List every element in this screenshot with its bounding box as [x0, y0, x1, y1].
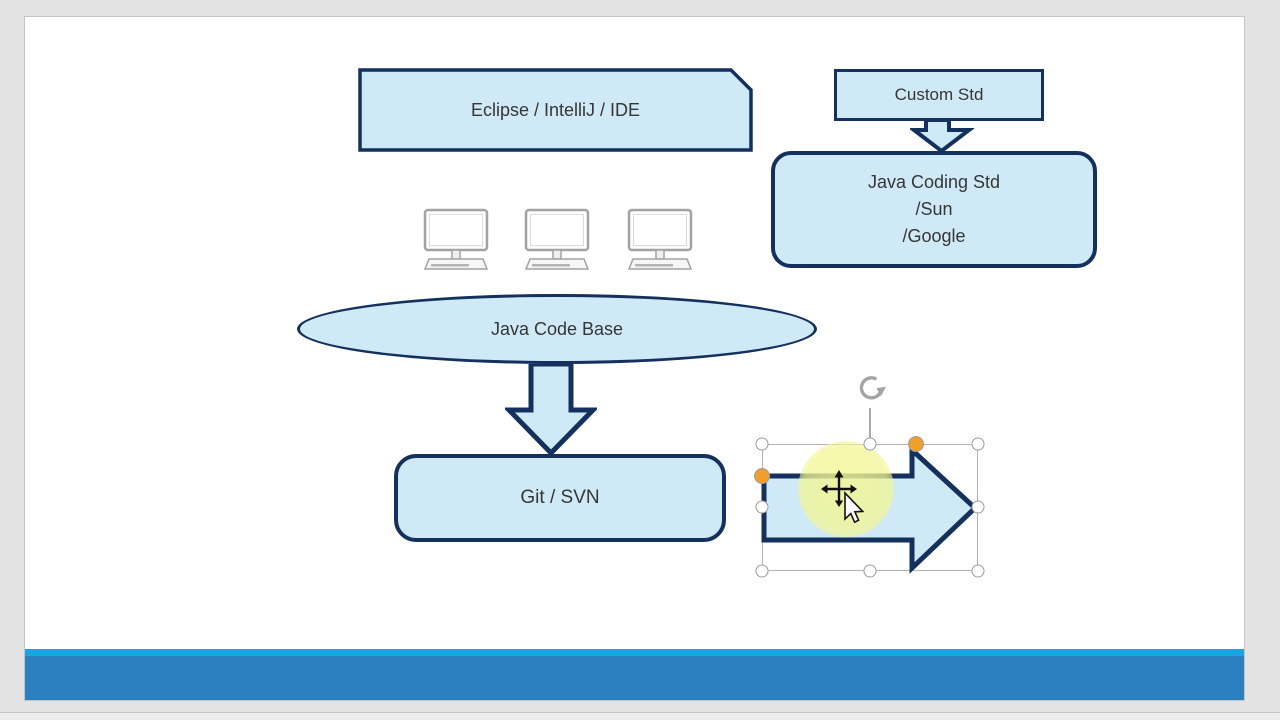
- resize-handle-e[interactable]: [971, 500, 985, 514]
- move-cursor-icon: [821, 470, 865, 524]
- java-coding-label: Java Coding Std /Sun /Google: [775, 155, 1093, 264]
- resize-handle-n[interactable]: [863, 437, 877, 451]
- resize-handle-w[interactable]: [755, 500, 769, 514]
- code-base-ellipse-shape[interactable]: Java Code Base: [297, 294, 817, 364]
- computer-icon[interactable]: [421, 208, 491, 270]
- computer-icon[interactable]: [522, 208, 592, 270]
- code-base-label: Java Code Base: [490, 318, 624, 339]
- slide-canvas[interactable]: Eclipse / IntelliJ / IDE Custom Std Java…: [24, 16, 1245, 701]
- computer-icon[interactable]: [625, 208, 695, 270]
- java-coding-line-1: Java Coding Std: [867, 172, 1001, 192]
- git-box-label: Git / SVN: [520, 487, 600, 508]
- adjust-handle-body[interactable]: [754, 468, 770, 484]
- status-area: [0, 713, 1280, 720]
- custom-std-label: Custom Std: [894, 85, 984, 104]
- resize-handle-se[interactable]: [971, 564, 985, 578]
- snip-corner-rect: [358, 68, 753, 152]
- down-arrow-connector[interactable]: [910, 120, 974, 156]
- resize-handle-s[interactable]: [863, 564, 877, 578]
- custom-std-box-shape[interactable]: Custom Std: [834, 69, 1044, 121]
- rotate-icon[interactable]: [854, 372, 890, 408]
- resize-handle-sw[interactable]: [755, 564, 769, 578]
- accent-bar-dark: [25, 656, 1244, 700]
- accent-bar-light: [25, 649, 1244, 656]
- java-coding-line-3: /Google: [902, 226, 966, 246]
- slide-accent-bar: [25, 649, 1244, 700]
- down-block-arrow[interactable]: [505, 364, 597, 456]
- ide-box-label: Eclipse / IntelliJ / IDE: [470, 99, 641, 120]
- git-box-shape[interactable]: Git / SVN: [394, 454, 726, 542]
- status-divider: [0, 712, 1280, 713]
- resize-handle-nw[interactable]: [755, 437, 769, 451]
- java-coding-line-2: /Sun: [915, 199, 953, 219]
- rotate-handle-stem: [869, 408, 871, 444]
- java-coding-box-shape[interactable]: Java Coding Std /Sun /Google: [771, 151, 1097, 268]
- resize-handle-ne[interactable]: [971, 437, 985, 451]
- adjust-handle-arrowhead[interactable]: [908, 436, 924, 452]
- ide-box-shape[interactable]: Eclipse / IntelliJ / IDE: [358, 68, 753, 152]
